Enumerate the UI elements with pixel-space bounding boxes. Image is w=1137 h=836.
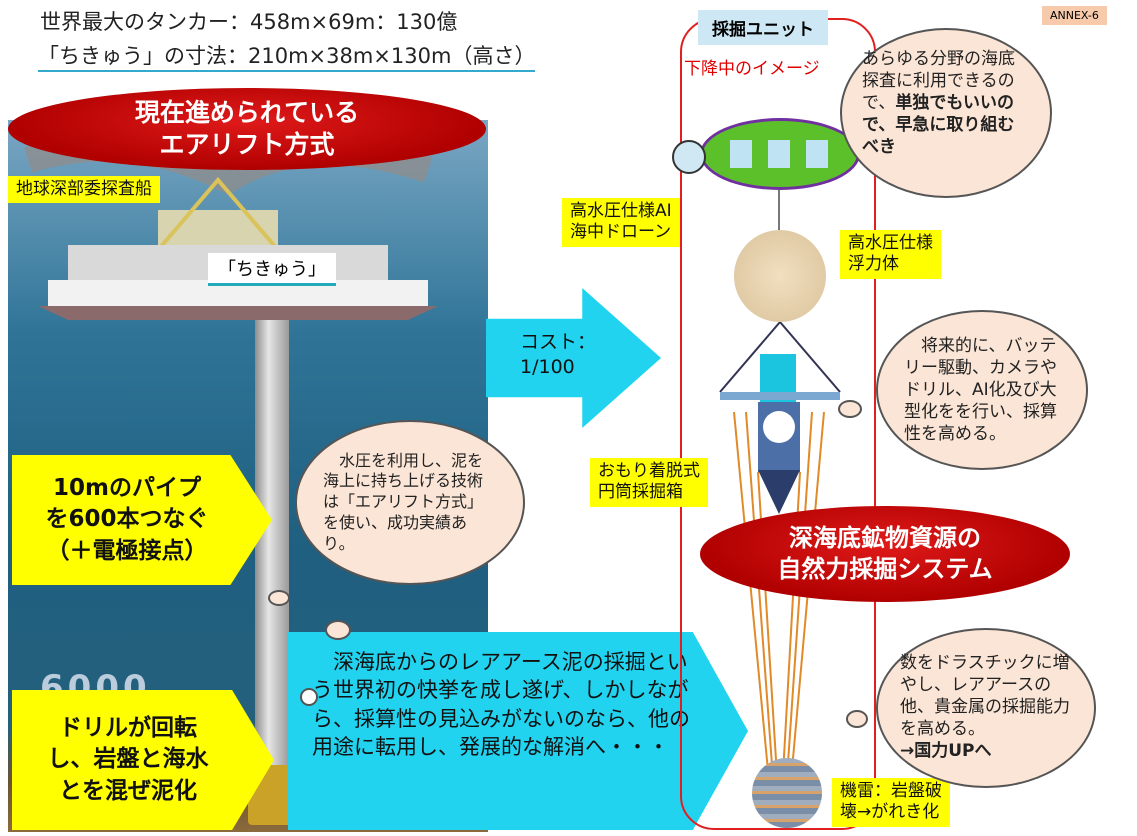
buoyancy-float: [734, 230, 826, 322]
chikyu-ship-label: 「ちきゅう」: [208, 253, 336, 286]
chikyu-dimension-text: 「ちきゅう」の寸法：210m×38m×130m（高さ）: [38, 40, 536, 72]
research-vessel-label: 地球深部委探査船: [8, 176, 160, 204]
ai-drone-label: 高水圧仕様AI 海中ドローン: [562, 198, 680, 247]
tether-line: [778, 190, 780, 230]
pipe-count-callout: 10mのパイプ を600本つなぐ （＋電極接点）: [12, 455, 272, 585]
cloud-tail-dot: [846, 710, 868, 728]
drill-rotation-callout: ドリルが回転 し、岩盤と海水 とを混ぜ泥化: [12, 690, 274, 830]
propeller-icon: [672, 140, 706, 174]
cloud-tail-dot: [838, 400, 862, 418]
standalone-cloud: あらゆる分野の海底探査に利用できるので、単独でもいいので、早急に取り組むべき: [840, 28, 1052, 198]
annex-label: ANNEX-6: [1042, 6, 1107, 25]
national-power-cloud: 数をドラスチックに増やし、レアアースの他、貴金属の採掘能力を高める。→国力UPへ: [876, 628, 1096, 788]
airlift-cloud-text: 水圧を利用し、泥を海上に持ち上げる技術は「エアリフト方式」を使い、成功実績あり。: [323, 450, 484, 553]
conclusion-arrow: [288, 632, 748, 830]
bubble-dot-top: [325, 620, 351, 640]
airlift-method-banner: 現在進められている エアリフト方式: [8, 88, 486, 170]
natural-mining-banner: 深海底鉱物資源の 自然力採掘システム: [700, 506, 1070, 602]
cost-arrow-text: コスト： 1/100: [520, 331, 597, 378]
standalone-cloud-bold: 単独でもいいので、早急に取り組むべき: [862, 93, 1015, 158]
national-power-text: 数をドラスチックに増やし、レアアースの他、貴金属の採掘能力を高める。: [900, 653, 1070, 740]
mining-box-label: おもり着脱式 円筒採掘箱: [590, 458, 708, 507]
bubble-dot: [300, 688, 318, 706]
airlift-explanation-cloud: 水圧を利用し、泥を海上に持ち上げる技術は「エアリフト方式」を使い、成功実績あり。: [295, 420, 525, 585]
float-label: 高水圧仕様 浮力体: [840, 230, 941, 279]
future-plan-text: 将来的に、バッテリー駆動、カメラやドリル、AI化及び大型化をを行い、採算性を高め…: [904, 335, 1057, 445]
window-icon: [730, 140, 752, 168]
tanker-size-text: 世界最大のタンカー：458m×69m：130億: [40, 10, 458, 34]
window-icon: [806, 140, 828, 168]
mining-unit-title: 採掘ユニット: [698, 10, 828, 45]
future-plan-cloud: 将来的に、バッテリー駆動、カメラやドリル、AI化及び大型化をを行い、採算性を高め…: [876, 310, 1088, 470]
cloud-tail-dot: [268, 590, 290, 606]
window-icon: [768, 140, 790, 168]
standalone-cloud-text: あらゆる分野の海底探査に利用できるので、: [862, 49, 1015, 114]
mine-label: 機雷：岩盤破 壊→がれき化: [832, 778, 950, 827]
descending-image-label: 下降中のイメージ: [684, 59, 820, 79]
mine-sphere: [752, 758, 822, 828]
conclusion-arrow-text: 深海底からのレアアース泥の採掘という世界初の快挙を成し遂げ、しかしながら、採算性…: [312, 650, 690, 760]
national-power-bold: →国力UPへ: [900, 741, 992, 762]
riser-pipe: [255, 320, 289, 820]
